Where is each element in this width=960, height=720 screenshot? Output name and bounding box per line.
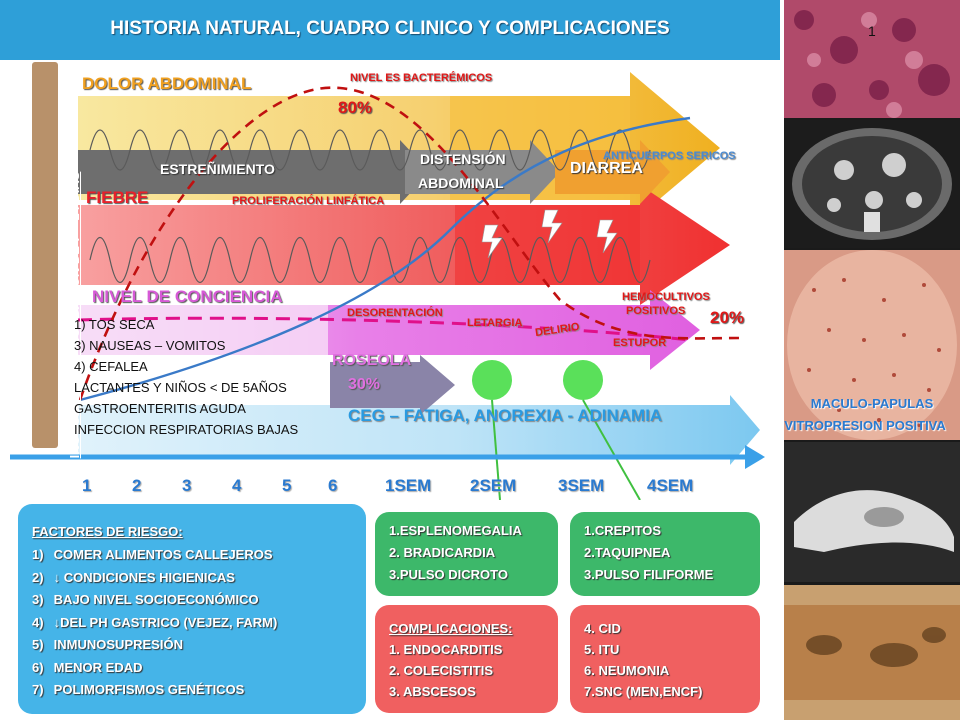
list-item: 1) COMER ALIMENTOS CALLEJEROS <box>32 547 273 562</box>
photo-panel: 1 MACULO-PAPULAS VITROPRESION POSITIVA <box>784 0 960 720</box>
timeline-label: 2SEM <box>470 476 517 495</box>
list-item: 3. ABSCESOS <box>389 684 476 699</box>
estupor-label: ESTUPOR <box>613 337 667 349</box>
roseola-arrow <box>330 355 455 415</box>
distension-label-1: DISTENSIÓN <box>420 151 506 167</box>
list-item: LACTANTES Y NIÑOS < DE 5AÑOS <box>74 380 287 395</box>
signs-box-2: 1.CREPITOS 2.TAQUIPNEA 3.PULSO FILIFORME <box>570 512 760 596</box>
fiebre-wave <box>89 237 651 283</box>
dolor-label: DOLOR ABDOMINAL <box>82 74 252 93</box>
green-marker <box>563 360 603 400</box>
incubation-label-bg: INOCULACIÓN E INCUBACIÓN DE 7 – 14 DIAS <box>32 62 82 458</box>
title-bar <box>0 0 780 60</box>
green-marker <box>472 360 512 400</box>
diarrea-label: DIARREA <box>570 160 643 177</box>
list-item: 5. ITU <box>584 642 620 657</box>
list-item: 3) NAUSEAS – VOMITOS <box>74 338 226 353</box>
hemocultivos-label-1: HEMOCULTIVOS <box>622 291 710 303</box>
list-item: GASTROENTERITIS AGUDA <box>74 401 246 416</box>
hemocultivos-pct: 20% <box>710 308 745 327</box>
list-item: 4) ↓DEL PH GASTRICO (VEJEZ, FARM) <box>32 614 278 630</box>
timeline-label: 6 <box>328 476 338 495</box>
fiebre-label: FIEBRE <box>86 188 149 207</box>
rash-caption-2: VITROPRESION POSITIVA <box>784 418 946 433</box>
list-item: 6) MENOR EDAD <box>32 659 143 675</box>
estrenimiento-label: ESTREÑIMIENTO <box>160 161 275 177</box>
list-item: 1. ENDOCARDITIS <box>389 642 503 657</box>
list-item: 4. CID <box>584 621 621 636</box>
risk-factors-box: FACTORES DE RIESGO: 1) COMER ALIMENTOS C… <box>18 504 366 714</box>
timeline-label: 3 <box>182 476 192 495</box>
timeline-label: 1 <box>82 476 92 495</box>
diarrea-arrow <box>555 140 670 204</box>
list-item: INFECCION RESPIRATORIAS BAJAS <box>74 422 299 437</box>
timeline-label: 4 <box>232 476 242 495</box>
natural-history-diagram <box>10 72 765 500</box>
timeline-label: 3SEM <box>558 476 605 495</box>
timeline-label: 5 <box>282 476 292 495</box>
lightning-icon <box>481 209 618 259</box>
ct-scan-image <box>784 120 960 248</box>
list-item: 7) POLIMORFISMOS GENÉTICOS <box>32 682 245 697</box>
list-item: 4) CEFALEA <box>74 359 148 374</box>
page-title: HISTORIA NATURAL, CUADRO CLINICO Y COMPL… <box>110 18 670 39</box>
signs-box-1: 1.ESPLENOMEGALIA 2. BRADICARDIA 3.PULSO … <box>375 512 558 596</box>
histology-image: 1 <box>784 0 960 118</box>
complications-title: COMPLICACIONES: <box>389 621 513 636</box>
estrenimiento-arrow <box>78 140 430 204</box>
list-item: 2.TAQUIPNEA <box>584 545 671 560</box>
complications-box-2: 4. CID 5. ITU 6. NEUMONIA 7.SNC (MEN,ENC… <box>570 605 760 713</box>
list-item: 1.ESPLENOMEGALIA <box>389 523 522 538</box>
anticuerpos-label: ANTICUERPOS SERICOS <box>603 150 736 162</box>
complications-box-1: COMPLICACIONES: 1. ENDOCARDITIS 2. COLEC… <box>375 605 558 713</box>
anticuerpos-curve <box>79 116 691 402</box>
distension-arrow <box>405 140 560 204</box>
list-item: 2) ↓ CONDICIONES HIGIENICAS <box>32 569 235 585</box>
timeline-label: 1SEM <box>385 476 432 495</box>
bacteremicos-label: NIVEL ES BACTERÉMICOS <box>350 72 493 84</box>
list-item: 5) INMUNOSUPRESIÓN <box>32 637 183 652</box>
distension-label-2: ABDOMINAL <box>418 175 504 191</box>
list-item: 7.SNC (MEN,ENCF) <box>584 684 703 699</box>
list-item: 2. COLECISTITIS <box>389 663 494 678</box>
bacteremicos-curve <box>78 86 741 401</box>
risk-factors-title: FACTORES DE RIESGO: <box>32 524 183 539</box>
list-item: 3.PULSO DICROTO <box>389 567 508 582</box>
proliferacion-label: PROLIFERACIÓN LINFÁTICA <box>232 195 385 207</box>
rash-image <box>784 250 960 440</box>
ulcer-image <box>784 585 960 720</box>
list-item: 1.CREPITOS <box>584 523 662 538</box>
ceg-label: CEG – FATIGA, ANOREXIA - ADINAMIA <box>348 406 663 425</box>
conciencia-label: NIVEL DE CONCIENCIA <box>92 287 283 306</box>
desorientacion-label: DESORENTACIÓN <box>347 307 443 319</box>
list-item: 1) TOS SECA <box>74 317 155 332</box>
risk-factors-list: 1) COMER ALIMENTOS CALLEJEROS 2) ↓ CONDI… <box>32 544 277 702</box>
conciencia-dashed <box>77 316 691 342</box>
roseola-pct: 30% <box>348 376 381 393</box>
intestine-specimen-image <box>784 442 960 582</box>
list-item: 3.PULSO FILIFORME <box>584 567 714 582</box>
roseola-label: ROSEOLA <box>332 352 412 369</box>
symptom-list: 1) TOS SECA 3) NAUSEAS – VOMITOS 4) CEFA… <box>74 314 298 440</box>
letargia-label: LETARGIA <box>467 317 523 329</box>
bacteremicos-pct: 80% <box>338 98 373 117</box>
list-item: 6. NEUMONIA <box>584 663 670 678</box>
histology-marker: 1 <box>868 23 876 39</box>
list-item: 2. BRADICARDIA <box>389 545 496 560</box>
hemocultivos-label-2: POSITIVOS <box>626 305 686 317</box>
dolor-wave <box>89 129 651 171</box>
timeline-label: 2 <box>132 476 142 495</box>
list-item: 3) BAJO NIVEL SOCIOECONÓMICO <box>32 592 259 607</box>
timeline-label: 4SEM <box>647 476 694 495</box>
rash-caption-1: MACULO-PAPULAS <box>810 396 934 411</box>
